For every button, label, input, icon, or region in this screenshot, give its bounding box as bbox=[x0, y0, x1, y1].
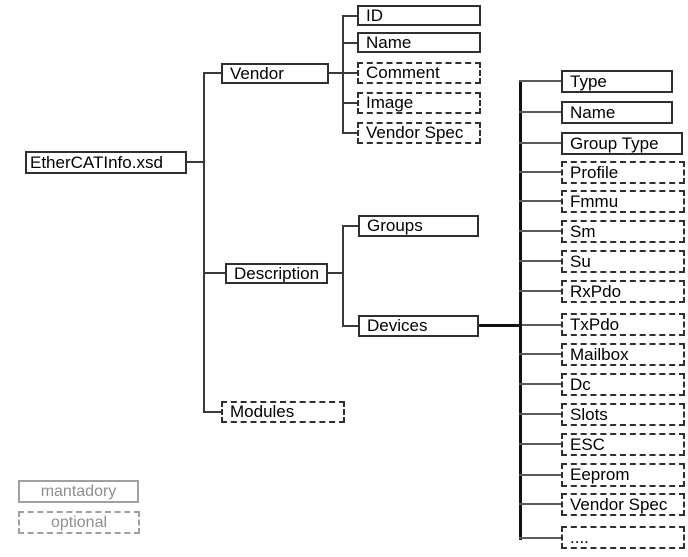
node-device-txpdo: TxPdo bbox=[561, 313, 685, 336]
trunk-device-children bbox=[519, 80, 522, 540]
stub-esc bbox=[519, 443, 561, 445]
node-device-su: Su bbox=[561, 250, 685, 273]
connector-devices-to-trunk bbox=[479, 324, 522, 327]
node-device-rxpdo: RxPdo bbox=[561, 280, 685, 303]
node-description: Description bbox=[225, 263, 328, 284]
node-device-vendor-spec: Vendor Spec bbox=[561, 493, 685, 516]
stub-mailbox bbox=[519, 353, 561, 355]
trunk-vendor-children bbox=[342, 15, 344, 134]
node-device-group-type: Group Type bbox=[561, 132, 683, 155]
stub-profile bbox=[519, 171, 561, 173]
stub-txpdo bbox=[522, 324, 561, 326]
stub-rxpdo bbox=[519, 290, 561, 292]
node-device-dc: Dc bbox=[561, 373, 685, 396]
stub-vendor-name bbox=[342, 42, 357, 44]
stub-devices bbox=[342, 325, 358, 327]
node-vendor: Vendor bbox=[221, 63, 329, 84]
stub-slots bbox=[519, 413, 561, 415]
legend-optional-box: optional bbox=[18, 511, 140, 534]
legend-mandatory-box: mantadory bbox=[18, 480, 139, 503]
stub-vendor bbox=[203, 72, 221, 74]
node-vendor-name: Name bbox=[357, 32, 481, 53]
node-vendor-vendor-spec: Vendor Spec bbox=[357, 122, 481, 144]
node-device-fmmu: Fmmu bbox=[561, 190, 685, 213]
node-device-name: Name bbox=[561, 101, 673, 124]
node-vendor-image: Image bbox=[357, 92, 481, 114]
stub-group-type bbox=[519, 142, 561, 144]
node-device-sm: Sm bbox=[561, 220, 685, 243]
stub-ellipsis bbox=[519, 537, 561, 539]
stub-modules bbox=[203, 411, 222, 413]
node-device-slots: Slots bbox=[561, 403, 685, 426]
stub-dc bbox=[519, 383, 561, 385]
trunk-description-children bbox=[342, 225, 344, 327]
stub-type bbox=[519, 80, 561, 82]
node-root-ethercatinfo-xsd: EtherCATInfo.xsd bbox=[25, 151, 187, 174]
node-device-mailbox: Mailbox bbox=[561, 343, 685, 366]
stub-fmmu bbox=[519, 200, 561, 202]
stub-image bbox=[342, 102, 357, 104]
stub-device-name bbox=[519, 111, 561, 113]
node-device-more: .... bbox=[561, 526, 685, 549]
stub-id bbox=[342, 15, 357, 17]
stub-device-vendor-spec bbox=[519, 503, 561, 505]
node-vendor-id: ID bbox=[357, 5, 481, 26]
stub-su bbox=[519, 260, 561, 262]
node-device-profile: Profile bbox=[561, 161, 685, 184]
node-device-eeprom: Eeprom bbox=[561, 463, 685, 487]
connector-root-to-trunk bbox=[186, 161, 205, 163]
node-device-esc: ESC bbox=[561, 433, 685, 456]
trunk-level1 bbox=[203, 72, 205, 413]
stub-vendor-spec bbox=[342, 132, 357, 134]
node-groups: Groups bbox=[358, 215, 479, 237]
stub-groups bbox=[342, 225, 358, 227]
node-vendor-comment: Comment bbox=[357, 62, 481, 84]
node-device-type: Type bbox=[561, 70, 673, 93]
node-devices: Devices bbox=[358, 315, 479, 337]
stub-eeprom bbox=[519, 474, 561, 476]
stub-description bbox=[203, 272, 225, 274]
stub-sm bbox=[519, 230, 561, 232]
connector-description-to-trunk bbox=[328, 272, 344, 274]
node-modules: Modules bbox=[221, 401, 345, 423]
